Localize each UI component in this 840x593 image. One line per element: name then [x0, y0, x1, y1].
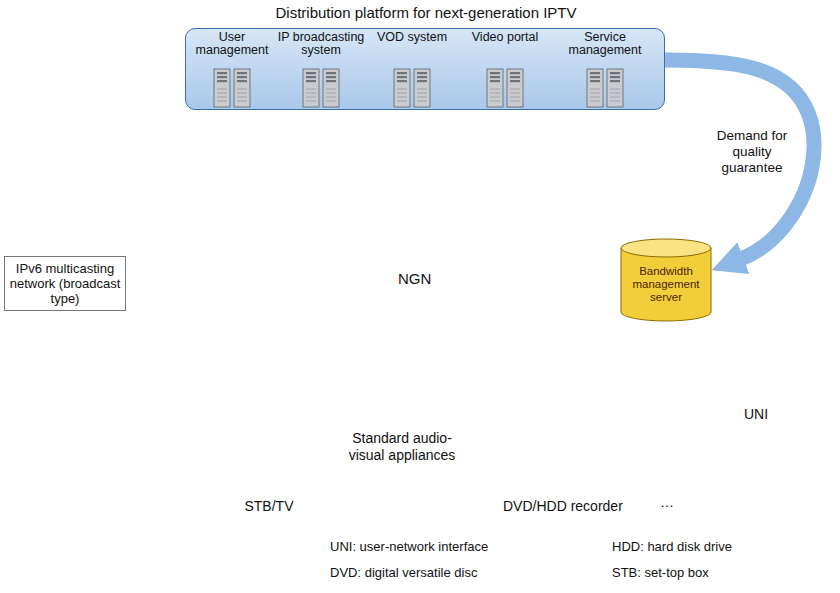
server-unit: Service management	[548, 31, 662, 109]
node-label: User management	[193, 31, 271, 57]
group-label: Standard audio-visual appliances	[338, 430, 466, 464]
recorder-icon	[512, 458, 604, 488]
server-tower	[234, 69, 250, 107]
server-unit: Video portal	[466, 31, 544, 109]
node-label: VOD system	[377, 31, 447, 44]
database-cylinder: Bandwidth management server	[620, 238, 712, 322]
server-unit: User management	[193, 31, 271, 109]
server-unit: VOD system	[374, 31, 450, 109]
network-link	[270, 272, 318, 368]
network-link	[394, 108, 396, 212]
uni-boundary	[15, 415, 738, 417]
network-link	[318, 212, 395, 272]
abbreviation-note: DVD: digital versatile disc	[330, 564, 550, 581]
router-icon	[485, 262, 511, 282]
node-label: IP broadcasting system	[272, 31, 370, 57]
server-unit: IP broadcasting system	[272, 31, 370, 109]
server-tower	[214, 69, 230, 107]
ellipsis-mark: …	[660, 494, 684, 511]
network-link	[269, 368, 271, 430]
flow-arrow	[665, 60, 814, 263]
server-tower	[587, 69, 603, 107]
server-icon	[586, 67, 624, 109]
abbreviation-note: UNI: user-network interface	[330, 538, 550, 555]
abbreviation-note: HDD: hard disk drive	[612, 538, 812, 555]
network-cloud: NGN Bandwidth management server	[10, 152, 828, 392]
server-icon	[302, 67, 340, 109]
tv-icon	[240, 430, 298, 492]
callout-tail	[120, 300, 258, 362]
server-tower	[394, 69, 410, 107]
abbreviation-note: STB: set-top box	[612, 564, 812, 581]
callout-box: IPv6 multicasting network (broadcast typ…	[4, 256, 126, 311]
server-tower	[607, 69, 623, 107]
router-icon	[383, 202, 409, 222]
node-label: Video portal	[472, 31, 539, 44]
router-icon	[306, 262, 332, 282]
server-icon	[213, 67, 251, 109]
server-tower	[414, 69, 430, 107]
node-label: Service management	[548, 31, 662, 57]
server-tower	[487, 69, 503, 107]
device-label: STB/TV	[226, 498, 312, 515]
node-label: Bandwidth management server	[620, 265, 712, 304]
network-link	[556, 368, 558, 460]
server-tower	[323, 69, 339, 107]
network-link	[395, 212, 497, 272]
router-icon	[258, 358, 284, 378]
server-tower	[507, 69, 523, 107]
server-icon	[393, 67, 431, 109]
node-label: NGN	[398, 270, 431, 287]
server-tower	[303, 69, 319, 107]
network-link	[497, 272, 557, 368]
panel-heading: Distribution platform for next-generatio…	[146, 4, 706, 22]
platform-panel: Distribution platform for next-generatio…	[185, 28, 665, 110]
callout-tail	[120, 266, 306, 281]
server-icon	[486, 67, 524, 109]
router-icon	[545, 358, 571, 378]
interface-label: UNI	[744, 406, 794, 423]
device-label: DVD/HDD recorder	[503, 498, 643, 515]
edge-label: Demand for quality guarantee	[708, 128, 796, 176]
node-label: IPv6 multicasting network (broadcast typ…	[8, 261, 122, 306]
